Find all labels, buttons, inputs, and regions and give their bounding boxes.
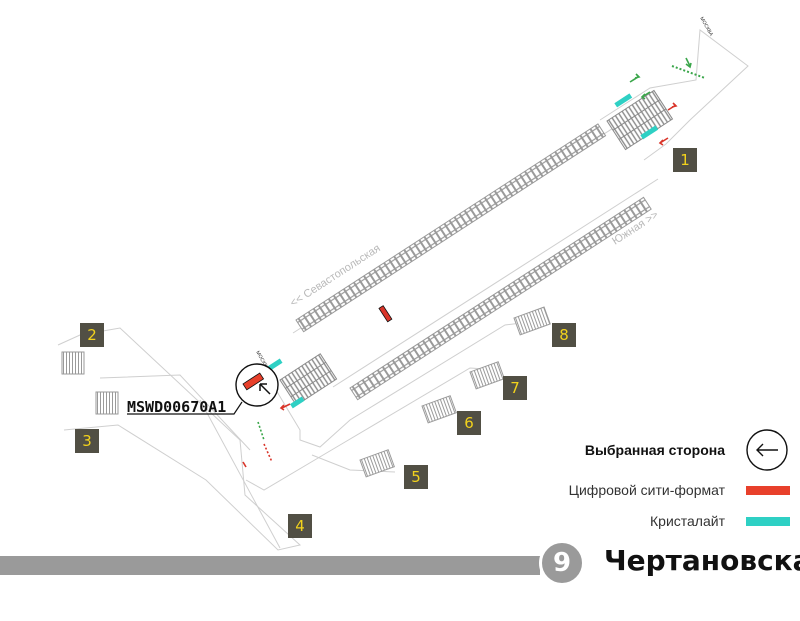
stairs-exit-5 bbox=[359, 449, 395, 478]
legend-crystal: Кристалайт bbox=[650, 513, 725, 529]
passage-line bbox=[199, 399, 281, 549]
stairs-exit-3 bbox=[95, 391, 119, 415]
line-bar bbox=[0, 556, 540, 575]
station-name: Чертановская bbox=[604, 544, 800, 577]
exit-5[interactable]: 5 bbox=[404, 465, 428, 489]
stairs-exit-7 bbox=[469, 361, 505, 390]
exit-2[interactable]: 2 bbox=[80, 323, 104, 347]
exit-1[interactable]: 1 bbox=[673, 148, 697, 172]
line-number-badge: 9 bbox=[539, 540, 585, 586]
city-format-markers bbox=[378, 305, 393, 323]
selected-code-label: MSWD00670A1 bbox=[127, 398, 227, 416]
legend-selected-side: Выбранная сторона bbox=[584, 442, 725, 458]
track-lower bbox=[349, 196, 652, 401]
stairs-exit-6 bbox=[421, 395, 457, 424]
exit-8[interactable]: 8 bbox=[552, 323, 576, 347]
exit-4[interactable]: 4 bbox=[288, 514, 312, 538]
crystal-markers bbox=[268, 93, 659, 409]
legend-crystal-swatch bbox=[746, 517, 790, 526]
selected-position[interactable] bbox=[235, 363, 279, 407]
legend-city-format-swatch bbox=[746, 486, 790, 495]
legend-city-format: Цифровой сити-формат bbox=[568, 482, 725, 498]
arrow-left-circle-icon bbox=[746, 429, 788, 471]
exit-7[interactable]: 7 bbox=[503, 376, 527, 400]
code-leader-line bbox=[127, 401, 243, 415]
escalator-left bbox=[279, 353, 338, 406]
exit-3[interactable]: 3 bbox=[75, 429, 99, 453]
stairs-exit-8 bbox=[513, 306, 551, 336]
stairs-exit-2 bbox=[61, 351, 85, 375]
stairs-top bbox=[671, 65, 705, 79]
track-upper bbox=[295, 123, 607, 333]
exit-6[interactable]: 6 bbox=[457, 411, 481, 435]
